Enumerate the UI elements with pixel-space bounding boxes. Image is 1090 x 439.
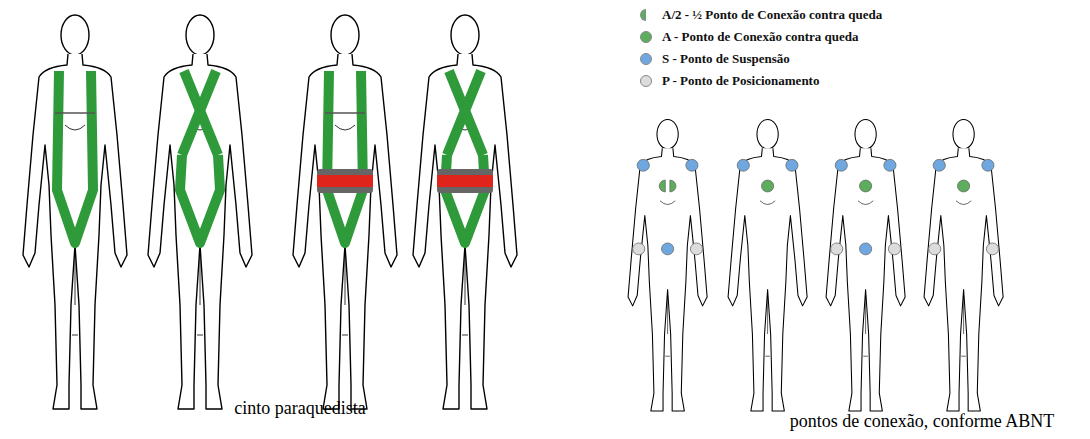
caption-label: pontos de conexão, conforme ABNT [790, 411, 1054, 432]
caption-label: cinto paraquedista [234, 398, 365, 419]
legend-row: A/2 - ½ Ponto de Conexão contra queda [640, 4, 882, 26]
legend-text: S - Ponto de Suspensão [662, 51, 790, 67]
legend-swatch [640, 9, 646, 21]
legend: A/2 - ½ Ponto de Conexão contra queda A -… [640, 4, 882, 92]
legend-swatch [640, 53, 652, 65]
legend-row: P - Ponto de Posicionamento [640, 70, 882, 92]
legend-row: S - Ponto de Suspensão [640, 48, 882, 70]
legend-text: A - Ponto de Conexão contra queda [662, 29, 858, 45]
legend-text: P - Ponto de Posicionamento [662, 73, 819, 89]
legend-swatch [640, 75, 652, 87]
legend-text: A/2 - ½ Ponto de Conexão contra queda [662, 7, 882, 23]
legend-swatch [640, 31, 652, 43]
legend-row: A - Ponto de Conexão contra queda [640, 26, 882, 48]
